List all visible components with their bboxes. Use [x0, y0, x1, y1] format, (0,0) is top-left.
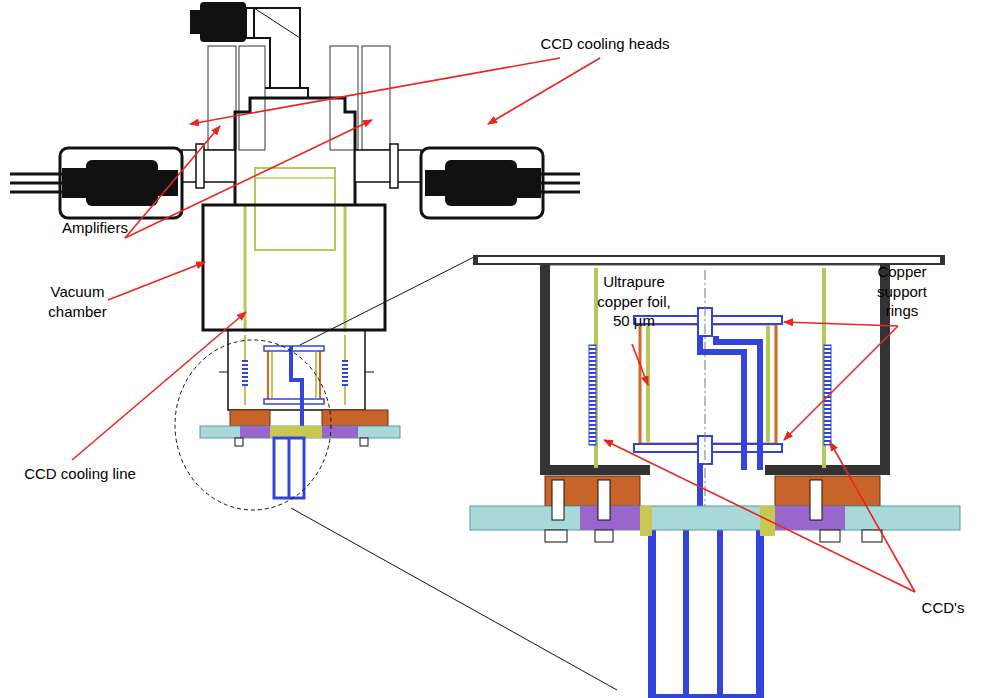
callout-label: Amplifiers — [50, 218, 140, 238]
callout-label: CCD cooling heads — [535, 34, 675, 54]
leader-arrows — [72, 58, 915, 592]
callout-label: Vacuum chamber — [40, 282, 115, 321]
callout-label: Ultrapure copper foil, 50 µm — [588, 272, 680, 331]
callout-label: CCD's — [912, 598, 974, 618]
callout-label: CCD cooling line — [15, 464, 145, 484]
callout-label: Copper support rings — [866, 262, 938, 321]
